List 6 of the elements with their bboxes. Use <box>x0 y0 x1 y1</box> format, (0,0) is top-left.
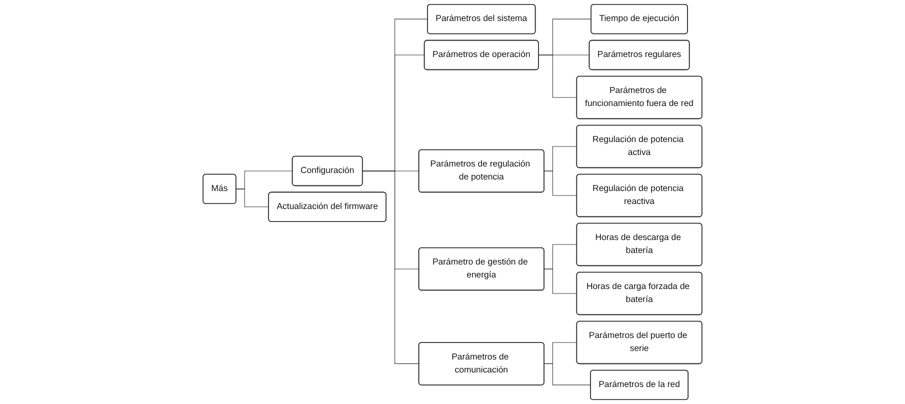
connector <box>236 188 269 208</box>
connector <box>362 170 420 364</box>
connector <box>544 363 591 386</box>
connector <box>538 54 577 98</box>
connector <box>544 268 577 294</box>
connector <box>544 170 577 196</box>
